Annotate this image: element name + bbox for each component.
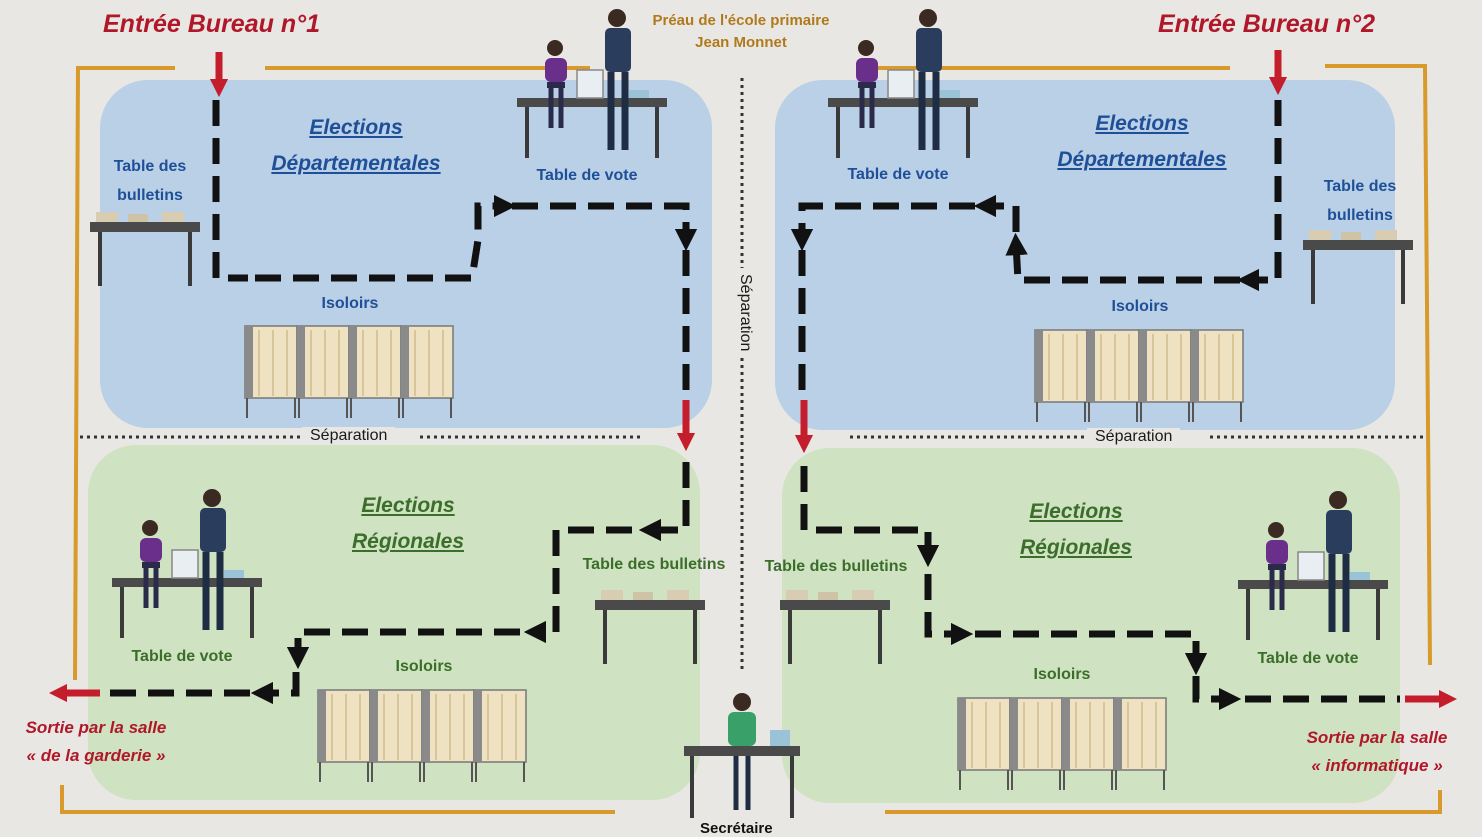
ballot-table-label-dept-b1: Table des bulletins [100,152,200,210]
label-line2: bulletins [117,187,183,204]
vote-table-label-reg-b1: Table de vote [131,648,233,665]
title-departementales-b1: Elections Départementales [226,110,486,182]
title-line2: Régionales [351,530,465,553]
title-line2: Départementales [271,152,441,175]
exit-bureau2-label: Sortie par la salle « informatique » [1282,724,1472,780]
secretary-label: Secrétaire [700,820,773,837]
booths-label-reg-b2: Isoloirs [1033,666,1091,683]
title-regionales-b2: Elections Régionales [946,494,1206,566]
venue-line1: Préau de l'école primaire [652,12,830,29]
exit-line2: « de la garderie » [26,746,166,765]
venue-header: Préau de l'école primaire Jean Monnet [631,10,851,54]
ballot-table-dept-b2 [1301,228,1415,306]
ballot-table-label-dept-b2: Table des bulletins [1310,172,1410,230]
exit-line2: « informatique » [1311,756,1443,775]
path-bureau1 [105,100,698,705]
vote-table-reg-b1 [112,489,262,638]
exit-bureau1-label: Sortie par la salle « de la garderie » [4,714,188,770]
ballot-table-label-reg-b1: Table des bulletins [582,556,726,573]
label-line2: bulletins [1327,207,1393,224]
exit-line1: Sortie par la salle [1306,728,1448,747]
booths-label-reg-b1: Isoloirs [395,658,453,675]
booths-dept-b1 [244,325,454,419]
separation-lines [80,78,1425,670]
booths-dept-b2 [1034,329,1244,423]
booths-label-dept-b1: Isoloirs [321,295,379,312]
vote-table-reg-b2 [1238,491,1388,640]
title-regionales-b1: Elections Régionales [278,488,538,560]
title-line1: Elections [1095,112,1189,135]
path-bureau2 [790,100,1400,711]
separation-label-right: Séparation [1087,428,1181,446]
booths-label-dept-b2: Isoloirs [1111,298,1169,315]
vote-table-label-dept-b2: Table de vote [847,166,949,183]
title-line1: Elections [309,116,403,139]
ballot-table-reg-b2 [778,588,892,666]
title-line1: Elections [361,494,455,517]
room-walls [60,64,1442,814]
ballot-table-dept-b1 [88,210,202,288]
separation-label-left: Séparation [302,427,396,445]
label-line1: Table des [1323,178,1397,195]
label-line1: Table des [113,158,187,175]
title-departementales-b2: Elections Départementales [1012,106,1272,178]
booths-reg-b2 [957,697,1167,791]
title-line2: Départementales [1057,148,1227,171]
ballot-table-label-reg-b2: Table des bulletins [764,558,908,575]
title-line2: Régionales [1019,536,1133,559]
entry-bureau2-label: Entrée Bureau n°2 [1158,10,1376,38]
secretary-desk [684,693,800,818]
venue-line2: Jean Monnet [695,34,787,51]
entry-bureau1-label: Entrée Bureau n°1 [103,10,321,38]
entry-arrows [48,50,1458,709]
vote-table-label-dept-b1: Table de vote [536,167,638,184]
vote-table-label-reg-b2: Table de vote [1257,650,1359,667]
booths-reg-b1 [317,689,527,783]
separation-label-vertical: Séparation [736,268,754,358]
title-line1: Elections [1029,500,1123,523]
ballot-table-reg-b1 [593,588,707,666]
exit-line1: Sortie par la salle [25,718,167,737]
